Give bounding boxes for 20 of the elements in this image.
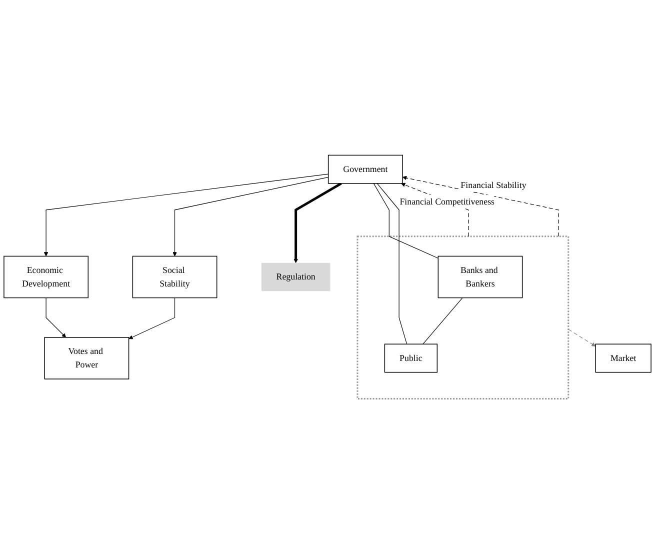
arrow bbox=[44, 174, 329, 256]
node-box: Economic Development bbox=[4, 256, 88, 298]
node-box: Social Stability bbox=[132, 256, 218, 298]
node-box: Banks and Bankers bbox=[438, 256, 523, 298]
arrow bbox=[568, 329, 596, 346]
connector bbox=[373, 183, 438, 259]
node-box: Votes and Power bbox=[44, 337, 130, 380]
edge-label: Financial Competitiveness bbox=[400, 196, 495, 206]
arrow bbox=[128, 298, 176, 340]
arrow bbox=[294, 182, 342, 264]
node-box: Government bbox=[328, 154, 403, 184]
cluster bbox=[356, 236, 570, 400]
node-box: Public bbox=[384, 344, 438, 373]
connector bbox=[376, 183, 408, 344]
node-box: Market bbox=[595, 344, 652, 373]
arrow bbox=[46, 298, 66, 338]
arrow bbox=[172, 176, 329, 256]
edge-label: Financial Stability bbox=[460, 180, 526, 190]
node-box: Regulation bbox=[261, 262, 330, 292]
connector bbox=[422, 298, 463, 344]
